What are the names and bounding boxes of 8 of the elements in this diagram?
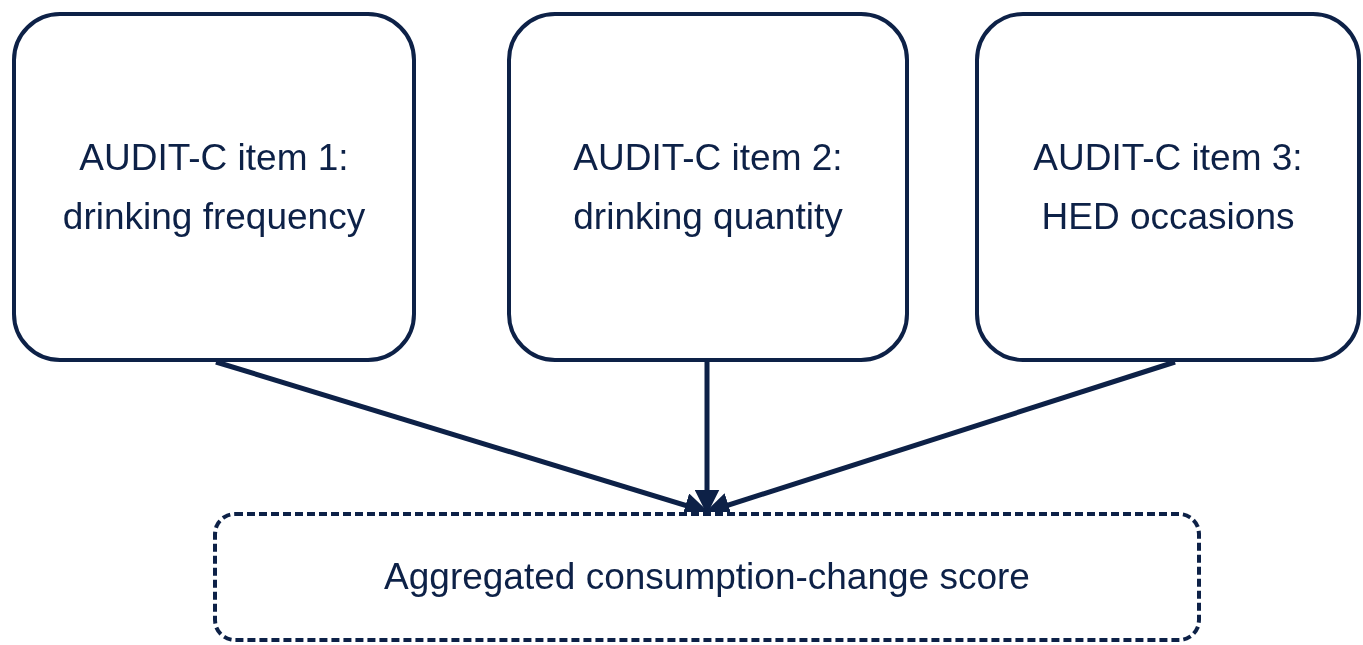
node-text: AUDIT-C item 3: HED occasions [1032,135,1304,239]
result-box [213,512,1201,642]
node-text: AUDIT-C item 2: drinking quantity [572,135,844,239]
item-box [507,12,909,362]
node-text: Aggregated consumption-change score [384,555,1030,600]
node-text: AUDIT-C item 1: drinking frequency [61,135,367,239]
item-box [12,12,416,362]
item-box [975,12,1361,362]
